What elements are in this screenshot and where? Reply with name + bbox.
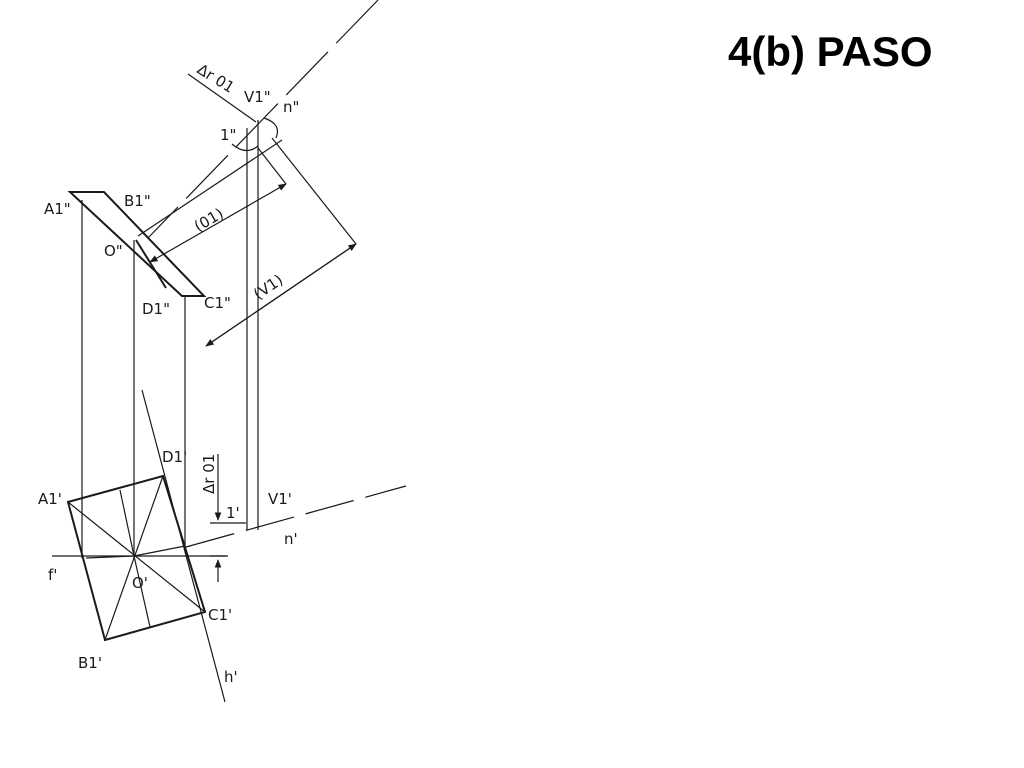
angle-arc-one bbox=[231, 143, 259, 152]
spoke-4 bbox=[133, 555, 151, 628]
delta-top-tick bbox=[187, 73, 257, 123]
dim-o1-arrow bbox=[149, 183, 287, 263]
label-a1-top: A1" bbox=[44, 200, 71, 218]
angle-arc-v1 bbox=[263, 117, 279, 139]
label-o1-dim: (01) bbox=[191, 204, 227, 235]
label-1-bottom: 1' bbox=[226, 504, 240, 522]
label-a1-bottom: A1' bbox=[38, 490, 62, 508]
label-b1-top: B1" bbox=[124, 192, 151, 210]
label-1-top: 1" bbox=[220, 126, 236, 144]
label-delta-top: Δr 01 bbox=[194, 60, 238, 97]
label-f-bottom: f' bbox=[48, 566, 57, 584]
diag-a1-c1 bbox=[67, 501, 206, 613]
label-v1-top: V1" bbox=[244, 88, 271, 106]
dim-v1-arrow bbox=[205, 243, 357, 347]
spoke-3 bbox=[85, 555, 135, 559]
label-n-bottom: n' bbox=[284, 530, 298, 548]
label-d1-bottom: D1' bbox=[162, 448, 187, 466]
label-o-top: O" bbox=[104, 242, 123, 260]
label-c1-bottom: C1' bbox=[208, 606, 232, 624]
label-o-bottom: O' bbox=[132, 574, 148, 592]
label-b1-bottom: B1' bbox=[78, 654, 102, 672]
slide-title: 4(b) PASO bbox=[728, 28, 933, 75]
label-v1-bottom: V1' bbox=[268, 490, 292, 508]
label-c1-top: C1" bbox=[204, 294, 231, 312]
perp-v1 bbox=[271, 137, 357, 245]
label-h-bottom: h' bbox=[224, 668, 238, 686]
line-n-top bbox=[147, 0, 379, 239]
plane-top-view bbox=[67, 191, 207, 297]
spoke-2 bbox=[133, 545, 186, 557]
perp-o1-ext bbox=[257, 147, 287, 185]
label-delta-bottom: Δr 01 bbox=[200, 454, 218, 494]
label-v1-dim: (V1) bbox=[250, 271, 286, 304]
spoke-1 bbox=[119, 489, 135, 557]
label-n-top: n" bbox=[283, 98, 299, 116]
line-n-bottom bbox=[185, 485, 407, 548]
label-d1-top: D1" bbox=[142, 300, 170, 318]
plane-top-inner bbox=[135, 239, 167, 289]
